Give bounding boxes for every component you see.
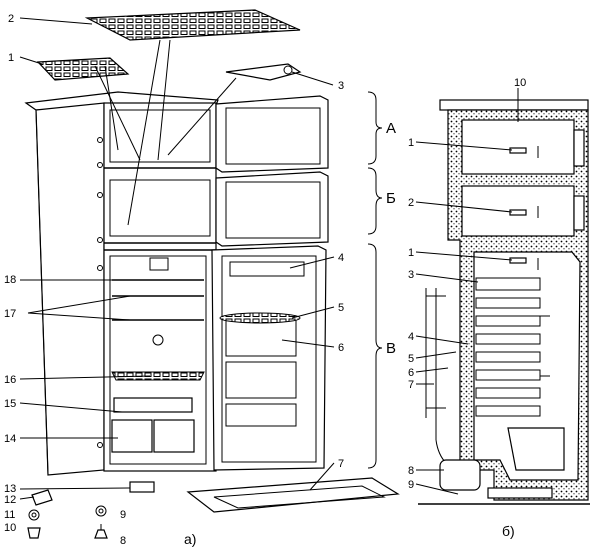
small-parts [27,481,155,539]
callout-10: 10 [4,522,16,534]
callout-7: 7 [338,458,344,470]
callout-6: 6 [338,342,344,354]
zone-braces [367,91,383,469]
callout-leaders [19,17,335,500]
callout-5: 5 [338,302,344,314]
upper-doors [215,95,329,247]
callout-8: 8 [120,535,126,547]
callout-11: 11 [4,509,15,521]
callout-12: 12 [4,494,16,506]
section-callout-1-lower: 1 [408,247,414,259]
zone-a-label: А [386,120,396,137]
section-callout-5: 5 [408,353,414,365]
part-3 [225,63,302,81]
section-callout-4: 4 [408,331,414,343]
callout-13: 13 [4,483,16,495]
callout-18: 18 [4,274,16,286]
caption-a: а) [184,531,196,547]
callout-9: 9 [120,509,126,521]
zone-b-label: Б [386,190,396,207]
callout-3: 3 [338,80,344,92]
callout-15: 15 [4,398,16,410]
callout-2: 2 [8,13,14,25]
section-callout-8: 8 [408,465,414,477]
section-callout-6: 6 [408,367,414,379]
section-callout-7: 7 [408,379,414,391]
section-callout-3: 3 [408,269,414,281]
callout-16: 16 [4,374,16,386]
exploded-view: 1 2 3 4 5 6 7 8 9 10 11 12 13 14 15 16 1… [4,9,400,547]
callout-1: 1 [8,52,14,64]
callout-17: 17 [4,308,16,320]
zone-v-label: В [386,340,396,357]
drip-tray-7 [186,477,400,513]
lower-door [211,245,327,471]
section-callout-2: 2 [408,197,414,209]
callout-14: 14 [4,433,16,445]
section-callout-10: 10 [514,77,526,89]
interior-shelves [111,257,205,453]
evaporator-fins [475,277,550,417]
section-callout-9: 9 [408,479,414,491]
caption-b: б) [502,523,515,539]
section-leaders [415,88,519,495]
callout-4: 4 [338,252,344,264]
section-callout-1-upper: 1 [408,137,414,149]
shelf-1 [36,57,130,81]
section-view: 10 1 2 1 3 4 5 6 7 8 9 б) [408,77,590,539]
shelf-2 [84,9,301,41]
compressor [439,459,481,491]
